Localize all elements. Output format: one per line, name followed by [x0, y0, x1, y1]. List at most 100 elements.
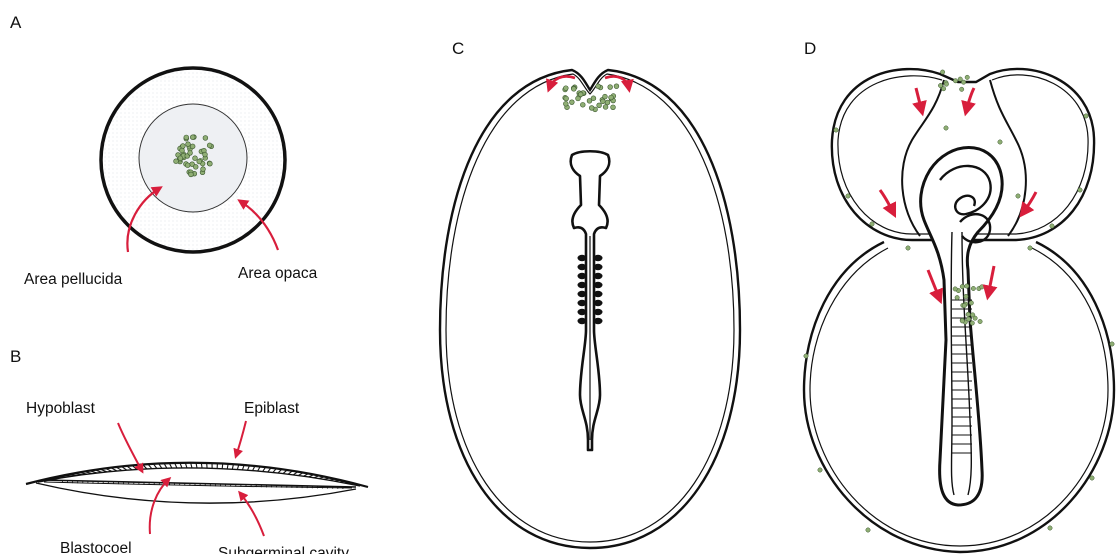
- somite: [594, 273, 603, 279]
- somite: [578, 300, 587, 306]
- somite: [578, 264, 587, 270]
- epiblast-cell: [201, 463, 202, 468]
- cell: [203, 152, 208, 157]
- cell: [207, 143, 212, 148]
- cell: [953, 287, 957, 291]
- cell: [563, 101, 568, 106]
- cell: [955, 295, 959, 299]
- somite: [594, 255, 603, 261]
- epiblast-label: Epiblast: [244, 400, 300, 417]
- epiblast-cell: [63, 475, 72, 476]
- panel-b-letter: B: [10, 347, 21, 366]
- somite: [594, 318, 603, 324]
- area-opaca-label: Area opaca: [238, 265, 318, 282]
- blastocoel-label: Blastocoel: [60, 540, 132, 554]
- cell: [189, 172, 194, 177]
- hypoblast-label: Hypoblast: [26, 400, 96, 417]
- cell: [597, 103, 602, 108]
- cell: [966, 312, 970, 316]
- cell: [1028, 246, 1032, 250]
- cell: [970, 313, 974, 317]
- cell: [960, 319, 964, 323]
- cell: [1048, 526, 1052, 530]
- cell: [603, 94, 608, 99]
- cell: [207, 161, 212, 166]
- cell: [193, 164, 198, 169]
- panel-d: D: [804, 39, 1114, 552]
- cell: [1016, 194, 1020, 198]
- cell: [591, 96, 596, 101]
- cell: [178, 156, 183, 161]
- cell: [589, 106, 594, 111]
- somite: [594, 309, 603, 315]
- cell: [185, 163, 190, 168]
- somite: [578, 309, 587, 315]
- somite: [578, 255, 587, 261]
- cell: [818, 468, 822, 472]
- blastocoel-arrow: [150, 479, 169, 534]
- somite: [578, 273, 587, 279]
- panel-d-letter: D: [804, 39, 816, 58]
- panel-c: C: [440, 39, 740, 548]
- cell: [605, 100, 610, 105]
- hypoblast-arrow: [118, 423, 142, 471]
- cell: [569, 100, 574, 105]
- cell: [564, 96, 569, 101]
- cell: [870, 222, 874, 226]
- arrow-amnion-left: [916, 88, 922, 112]
- cell: [1078, 188, 1082, 192]
- cell: [180, 144, 185, 149]
- cell: [603, 105, 608, 110]
- epiblast-cell: [74, 473, 83, 474]
- somite: [594, 300, 603, 306]
- cell: [971, 286, 975, 290]
- cell: [193, 156, 198, 161]
- epiblast-cell: [68, 474, 77, 475]
- cell: [965, 284, 969, 288]
- cell: [944, 126, 948, 130]
- panel-c-letter: C: [452, 39, 464, 58]
- cell: [186, 142, 191, 147]
- cell: [980, 285, 984, 289]
- cell: [906, 246, 910, 250]
- epiblast-cell: [329, 479, 335, 480]
- epiblast-arrow: [236, 421, 246, 456]
- cell: [180, 148, 185, 153]
- cell: [969, 301, 973, 305]
- cell: [834, 128, 838, 132]
- cell: [580, 102, 585, 107]
- subgerminal-cavity-label: Subgerminal cavity: [218, 545, 349, 554]
- cell: [804, 354, 808, 358]
- cell: [203, 136, 208, 141]
- cell: [944, 82, 948, 86]
- epiblast-cell: [222, 464, 223, 469]
- cell: [190, 135, 195, 140]
- cell: [596, 84, 601, 89]
- cell: [1090, 476, 1094, 480]
- cell: [188, 151, 193, 156]
- cell: [174, 159, 179, 164]
- cell: [190, 144, 195, 149]
- somite: [578, 291, 587, 297]
- arrow-fold-left: [880, 190, 894, 214]
- cell: [576, 96, 581, 101]
- embryo-body-outline: [921, 148, 1003, 506]
- arrow-tail-left: [928, 270, 940, 300]
- somite: [594, 291, 603, 297]
- cell: [938, 83, 942, 87]
- somite: [578, 282, 587, 288]
- cell: [953, 79, 957, 83]
- cell: [966, 317, 970, 321]
- cell: [959, 87, 963, 91]
- cell: [964, 294, 968, 298]
- cell: [609, 95, 614, 100]
- cell: [571, 86, 576, 91]
- panel-a: A Area pellucida Area opaca: [10, 13, 318, 288]
- arrow-amnion-right: [966, 88, 974, 112]
- cell: [197, 159, 202, 164]
- cell: [201, 167, 206, 172]
- cell: [1050, 224, 1054, 228]
- cell: [965, 75, 969, 79]
- cell: [846, 194, 850, 198]
